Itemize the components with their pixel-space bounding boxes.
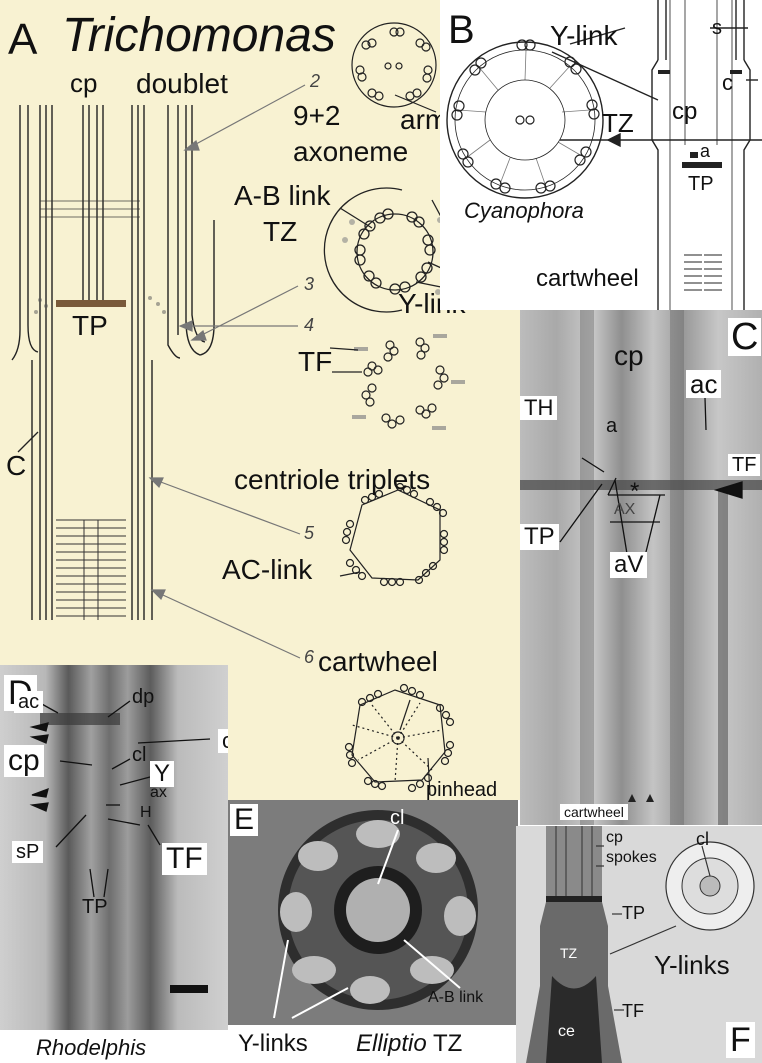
panel-d-annotations	[29, 700, 211, 993]
label-c-tf: TF	[728, 454, 761, 476]
panel-e-organism: Elliptio	[356, 1030, 427, 1057]
longitudinal-section	[11, 105, 215, 620]
axoneme-cross-section	[351, 22, 437, 113]
label-centriole-triplets: centriole triplets	[234, 464, 431, 495]
label-ac-link: AC-link	[222, 554, 313, 585]
label-d-ac: ac	[14, 691, 44, 713]
label-c-tp: TP	[520, 524, 559, 550]
label-d-tf: TF	[162, 843, 207, 875]
label-9plus2: 9+2	[293, 100, 341, 131]
label-c-ax: AX	[614, 501, 636, 518]
cartwheel-cross-section	[344, 683, 455, 796]
panel-a: A Trichomonas cp doublet 9+2 axoneme arm…	[0, 0, 520, 801]
panel-a-organism: Trichomonas	[62, 9, 336, 62]
label-f-cp: cp	[606, 829, 623, 846]
panel-c: C cp ac TH a TF * AX TP aV cartwheel	[520, 310, 762, 825]
label-c-ac: ac	[686, 370, 722, 398]
label-f-tp: TP	[622, 903, 646, 923]
centriole-triplets-cross-section	[339, 482, 449, 587]
section-number-3: 3	[304, 274, 315, 294]
cyanophora-diagram	[446, 0, 762, 310]
label-f-y-links: Y-links	[654, 950, 730, 980]
label-f-spokes: spokes	[606, 849, 657, 866]
section-number-4: 4	[304, 315, 315, 335]
label-c-cartwheel: cartwheel	[560, 804, 628, 820]
section-number-6: 6	[304, 647, 315, 667]
label-b-c: c	[722, 70, 733, 95]
panel-d: D dp ac constriction cl cp Y ax H sP TF …	[0, 665, 228, 1063]
panel-c-em-image	[520, 310, 762, 825]
tf-cross-section	[329, 334, 465, 430]
c-cartwheel-ticks	[628, 794, 654, 802]
dotted-bands	[40, 200, 140, 218]
label-d-tp: TP	[82, 896, 108, 918]
label-b-cp: cp	[672, 98, 698, 125]
panel-b: B Y-link s c cp TZ a TP Cyanophora cartw…	[440, 0, 762, 310]
label-d-sp: sP	[12, 841, 44, 863]
panel-e-cross-section	[273, 810, 478, 1019]
label-c-av: aV	[610, 552, 648, 578]
label-doublet: doublet	[136, 68, 228, 99]
label-d-ax: ax	[150, 784, 167, 801]
cartwheel-stripes	[56, 519, 126, 620]
panel-f-letter: F	[726, 1022, 755, 1058]
label-b-tz: TZ	[602, 108, 634, 138]
panel-b-organism: Cyanophora	[464, 198, 584, 223]
label-f-tz: TZ	[560, 945, 578, 961]
label-tp: TP	[72, 310, 108, 341]
label-d-y: Y	[150, 761, 175, 787]
scale-bar	[170, 985, 208, 993]
b-cartwheel-stripes	[684, 254, 722, 291]
section-number-2: 2	[310, 71, 321, 91]
label-cp: cp	[70, 68, 98, 98]
label-d-dp: dp	[132, 686, 155, 708]
panel-e-letter: E	[230, 804, 259, 836]
panel-b-letter: B	[448, 8, 475, 52]
label-cartwheel-a: cartwheel	[318, 646, 438, 677]
label-c-cp: cp	[614, 340, 644, 371]
label-d-h: H	[140, 804, 152, 821]
label-c-a: a	[606, 415, 618, 437]
panel-f-diagram	[526, 826, 755, 1063]
tp-stipple	[34, 296, 166, 314]
trichomonas-diagram	[11, 22, 477, 796]
label-d-cp: cp	[4, 745, 44, 777]
label-f-tf: TF	[622, 1001, 644, 1021]
label-b-a: a	[700, 141, 711, 161]
label-b-tp: TP	[688, 173, 714, 195]
label-ab-link: A-B link	[234, 180, 331, 211]
panel-a-letter: A	[8, 15, 38, 64]
panel-d-organism: Rhodelphis	[36, 1035, 147, 1060]
label-e-ab-link: A-B link	[428, 989, 484, 1006]
label-b-y-link: Y-link	[550, 20, 618, 51]
label-e-y-links: Y-links	[238, 1030, 308, 1057]
label-b-s: s	[712, 17, 722, 39]
panel-c-letter: C	[728, 318, 762, 356]
label-c-th: TH	[520, 396, 558, 420]
section-arrows	[148, 84, 306, 659]
panel-f: cp spokes cl TP TZ Y-links TF ce F	[516, 826, 762, 1063]
panel-e: E cl A-B link Y-links Elliptio TZ	[228, 800, 518, 1063]
label-e-cl: cl	[390, 807, 405, 829]
label-b-cartwheel: cartwheel	[532, 266, 643, 292]
transition-plate	[56, 300, 126, 307]
label-axoneme: axoneme	[293, 136, 409, 167]
panel-e-caption: Elliptio TZ	[356, 1032, 462, 1056]
label-d-cl: cl	[132, 744, 147, 766]
section-number-5: 5	[304, 523, 315, 543]
label-tf: TF	[298, 346, 333, 377]
label-tz: TZ	[263, 216, 298, 247]
b-dark-elements	[658, 70, 742, 168]
tz-cross-section	[323, 187, 477, 313]
label-c: C	[6, 450, 27, 481]
panel-e-suffix: TZ	[432, 1030, 463, 1057]
label-d-constriction: constriction	[218, 729, 228, 753]
label-f-cl: cl	[696, 829, 709, 849]
label-f-ce: ce	[558, 1023, 575, 1040]
label-pinhead: pinhead	[426, 779, 498, 801]
label-c-star: *	[630, 478, 640, 505]
